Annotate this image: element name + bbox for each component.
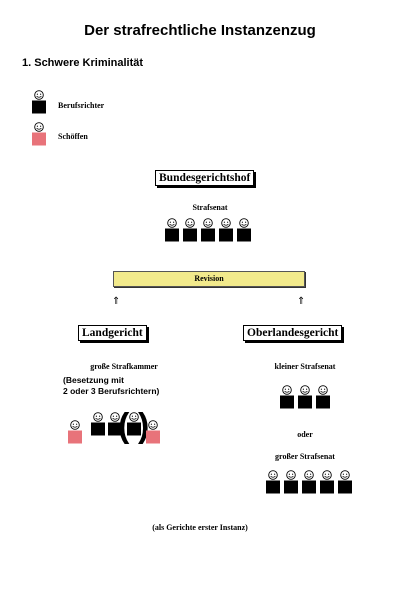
paren-close: ): [138, 407, 150, 445]
note-line-1: (Besetzung mit: [63, 375, 124, 385]
note-line-2: 2 oder 3 Berufsrichtern): [63, 386, 160, 396]
judge-figure-icon: [108, 412, 122, 436]
judge-figure-icon: [91, 412, 105, 436]
legend-lay-label: Schöffen: [58, 132, 88, 141]
judge-figure-icon: [127, 412, 141, 436]
olg-or-label: oder: [297, 430, 313, 439]
lay-judge-figure-icon: [146, 420, 160, 444]
up-arrow-icon: ⇑: [297, 296, 306, 307]
lay-judge-figure-icon: [68, 420, 82, 444]
up-arrow-icon: ⇑: [112, 296, 121, 307]
lay-judge-figure-icon: [32, 122, 46, 146]
judge-figure-icon: [284, 470, 298, 494]
section-heading: 1. Schwere Kriminalität: [22, 57, 144, 69]
judge-figure-icon: [316, 385, 330, 409]
revision-bar: Revision: [113, 271, 305, 287]
legend-judge-label: Berufsrichter: [58, 101, 105, 110]
landgericht-box: Landgericht: [78, 325, 147, 341]
oberlandesgericht-box: Oberlandesgericht: [243, 325, 343, 341]
bundesgerichtshof-box: Bundesgerichtshof: [155, 170, 255, 186]
paren-open: (: [118, 407, 130, 445]
judge-figure-icon: [32, 90, 46, 114]
bgh-chamber-label: Strafsenat: [192, 203, 228, 212]
judge-figure-icon: [201, 218, 215, 242]
judge-figure-icon: [338, 470, 352, 494]
judge-figure-icon: [266, 470, 280, 494]
landgericht-composition-note: (Besetzung mit 2 oder 3 Berufsrichtern): [63, 375, 159, 397]
olg-large-senate-label: großer Strafsenat: [275, 452, 335, 461]
landgericht-chamber-label: große Strafkammer: [90, 362, 158, 371]
judge-figure-icon: [219, 218, 233, 242]
landgericht-bench: ( ): [68, 407, 168, 452]
page-title: Der strafrechtliche Instanzenzug: [84, 22, 316, 39]
judge-figure-icon: [183, 218, 197, 242]
judge-figure-icon: [280, 385, 294, 409]
olg-small-senate-label: kleiner Strafsenat: [274, 362, 336, 371]
judge-figure-icon: [320, 470, 334, 494]
footer-note: (als Gerichte erster Instanz): [152, 523, 248, 532]
legend: Berufsrichter Schöffen: [30, 90, 150, 150]
judge-figure-icon: [302, 470, 316, 494]
judge-figure-icon: [165, 218, 179, 242]
judge-figure-icon: [298, 385, 312, 409]
judge-figure-icon: [237, 218, 251, 242]
